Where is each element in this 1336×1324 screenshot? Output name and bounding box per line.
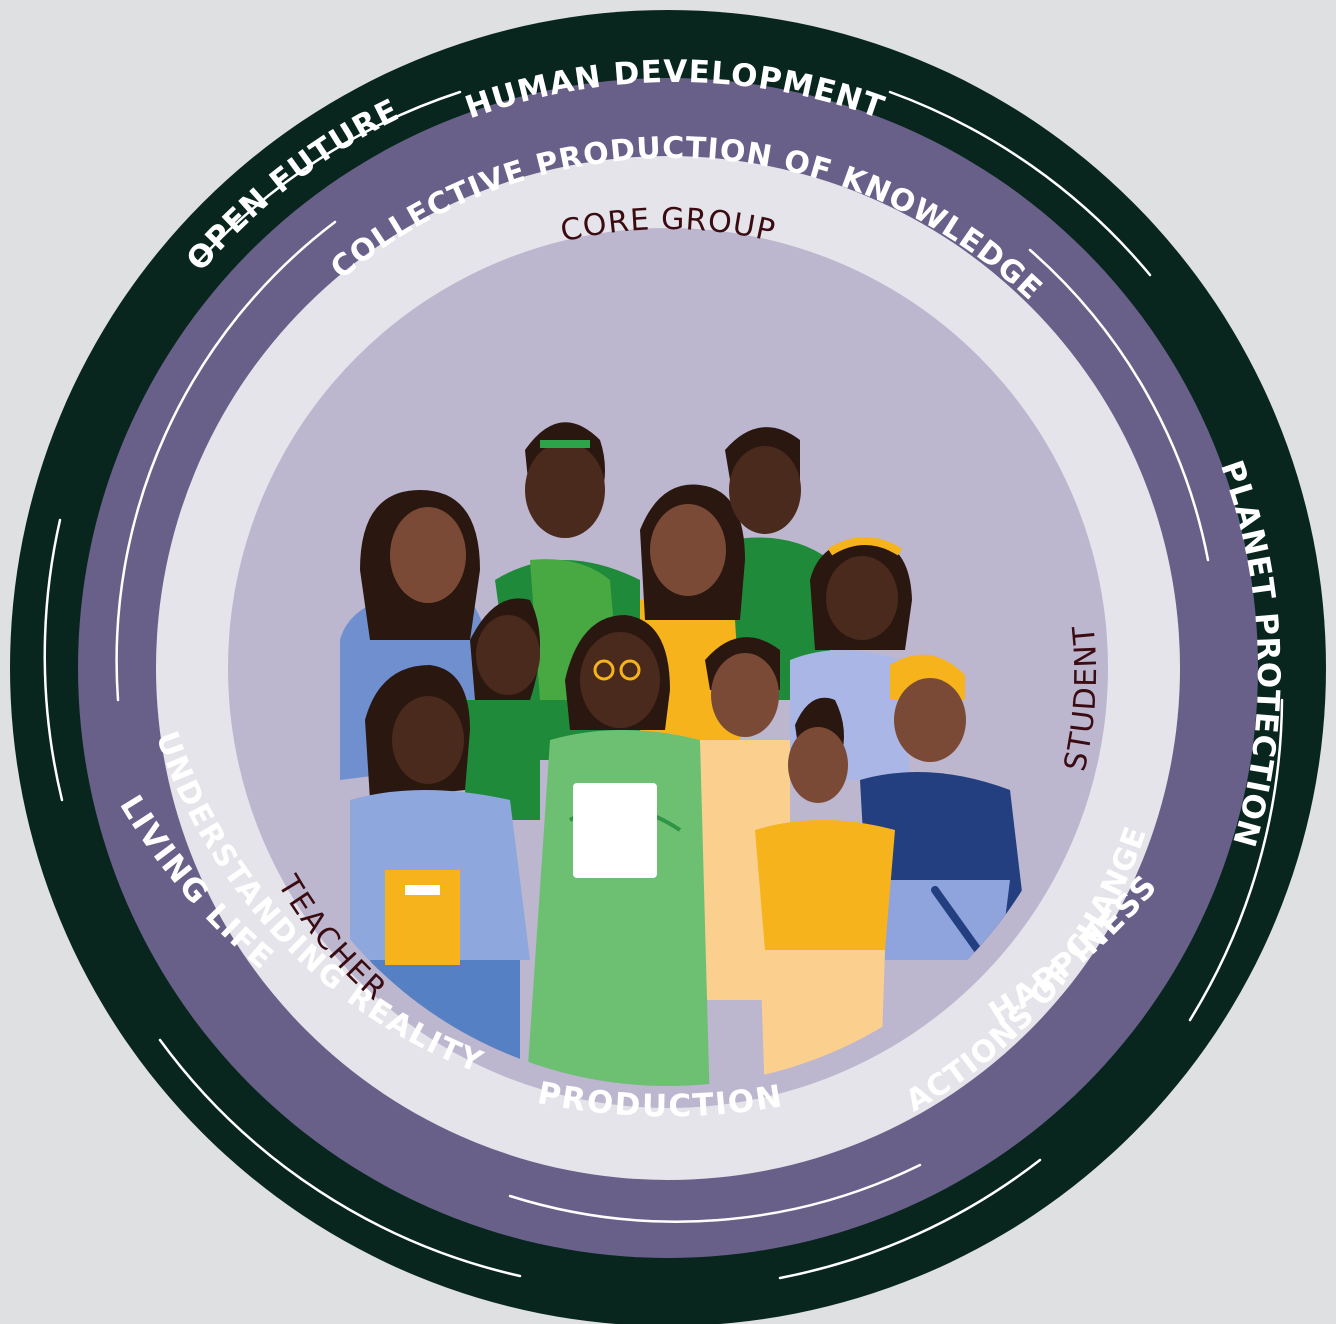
middle-ring-separators [115, 220, 1210, 1223]
outer-ring-separators [43, 90, 1284, 1280]
group-of-people-illustration [340, 422, 1030, 1086]
